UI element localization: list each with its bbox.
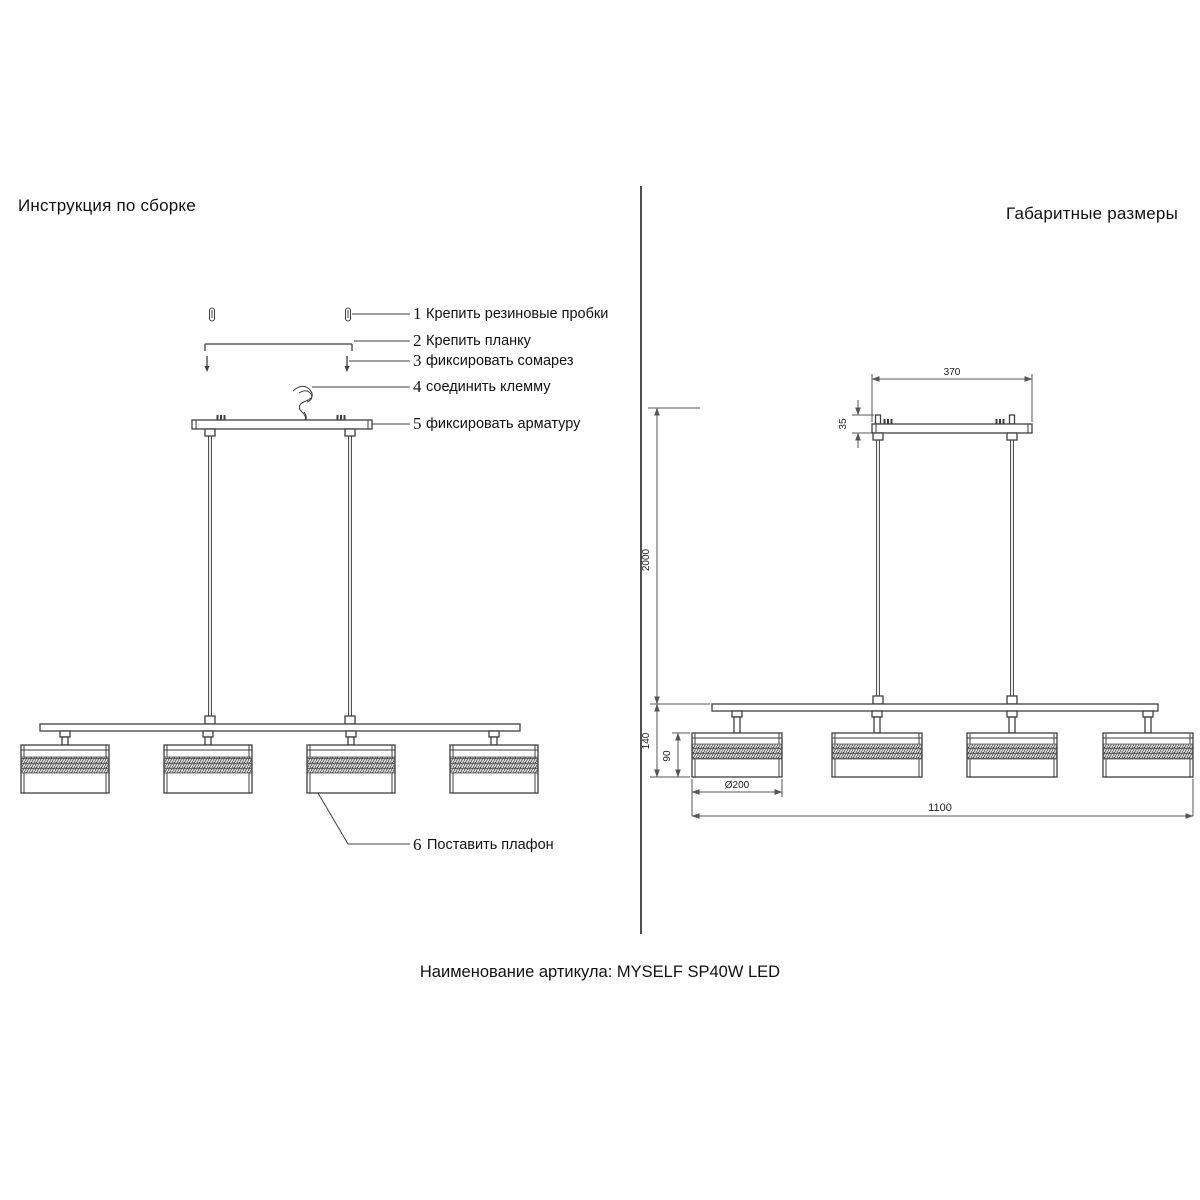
- lamp-shade-4: [449, 730, 539, 794]
- callout-line-6: [317, 792, 410, 845]
- screw-right: [343, 355, 351, 373]
- fixture-bar: [39, 723, 521, 732]
- svg-text:35: 35: [838, 418, 849, 430]
- assembly-drawing: 1 Крепить резиновые пробки 2 Крепить пла…: [20, 304, 608, 854]
- rod-fitting-right-dim: [1006, 695, 1018, 705]
- dim-suspension-height: 2000: [641, 407, 700, 705]
- fixture-bar-dim: [711, 703, 1159, 712]
- suspension-rod-right-dim: [1010, 440, 1014, 696]
- rod-fitting-right: [344, 715, 356, 725]
- dimensions-drawing: 370 35 2000 140: [641, 367, 1194, 819]
- lamp-shade-dim-2: [831, 710, 923, 778]
- callout-num-1: 1: [413, 304, 422, 323]
- svg-text:2000: 2000: [641, 548, 652, 571]
- callout-label-5: фиксировать арматуру: [426, 416, 581, 432]
- callout-num-5: 5: [413, 414, 422, 433]
- dim-shade-height: 90: [662, 732, 690, 778]
- dim-fixture-height: 140: [641, 703, 710, 778]
- lamp-shade-dim-3: [966, 710, 1058, 778]
- rod-fitting-left: [204, 715, 216, 725]
- dimensions-title: Габаритные размеры: [1006, 204, 1178, 223]
- callout-label-3: фиксировать сомарез: [426, 353, 574, 369]
- lamp-shade-dim-1: [691, 710, 783, 778]
- callout-label-4: соединить клемму: [426, 379, 551, 395]
- callout-num-6: 6: [413, 835, 422, 854]
- suspension-rod-left-dim: [876, 440, 880, 696]
- lamp-shade-2: [163, 730, 253, 794]
- callout-label-1: Крепить резиновые пробки: [426, 306, 608, 322]
- assembly-title: Инструкция по сборке: [18, 196, 196, 215]
- lamp-shade-dim-4: [1102, 710, 1194, 778]
- suspension-rod-right: [348, 436, 352, 716]
- dim-canopy-width: 370: [871, 367, 1033, 422]
- lamp-shade-3: [306, 730, 396, 794]
- dim-overall-length: 1100: [691, 779, 1194, 819]
- dim-canopy-height: 35: [838, 400, 874, 448]
- article-name: Наименование артикула: MYSELF SP40W LED: [419, 963, 781, 981]
- wire-terminal: [292, 385, 313, 422]
- suspension-rod-left: [208, 436, 212, 716]
- callout-label-6: Поставить плафон: [427, 837, 554, 853]
- svg-text:90: 90: [662, 750, 673, 762]
- svg-text:370: 370: [944, 367, 961, 378]
- svg-text:140: 140: [641, 732, 652, 749]
- lamp-shade-1: [20, 730, 110, 794]
- callout-num-3: 3: [413, 351, 422, 370]
- callout-num-2: 2: [413, 331, 422, 350]
- callout-num-4: 4: [413, 377, 422, 396]
- rod-fitting-left-dim: [872, 695, 884, 705]
- svg-text:1100: 1100: [928, 802, 952, 814]
- dim-shade-diameter: Ø200: [691, 779, 783, 797]
- mounting-strap: [204, 343, 353, 351]
- svg-text:Ø200: Ø200: [725, 780, 750, 791]
- callout-label-2: Крепить планку: [426, 333, 532, 349]
- rubber-plug-right: [345, 307, 351, 322]
- screw-left: [203, 355, 211, 373]
- rubber-plug-left: [209, 307, 215, 322]
- canopy-dim: [871, 414, 1033, 441]
- canopy: [191, 415, 373, 437]
